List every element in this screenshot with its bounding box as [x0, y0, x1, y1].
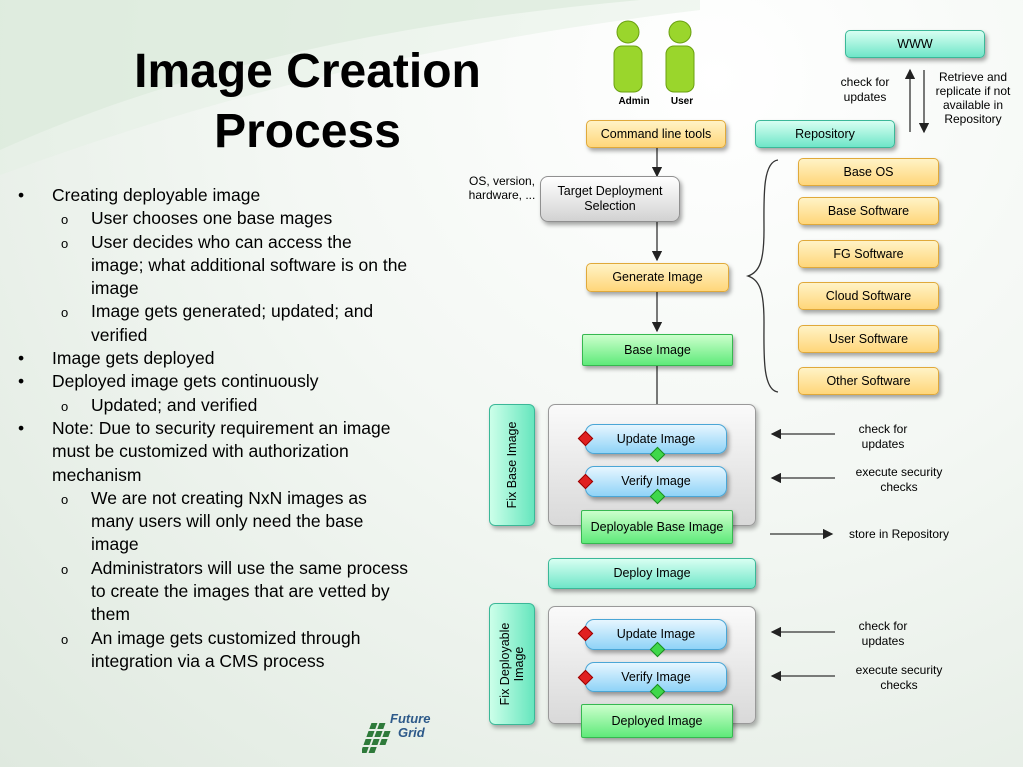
store-repository-note: store in Repository [848, 527, 950, 541]
bullet-item: Creating deployable image [14, 184, 409, 208]
admin-person-icon [613, 20, 643, 93]
sub-bullet-item: User chooses one base mages [14, 207, 409, 232]
retrieve-replicate-note: Retrieve and replicate if not available … [935, 70, 1011, 126]
software-base-software[interactable]: Base Software [798, 197, 939, 225]
deployed-image-box[interactable]: Deployed Image [581, 704, 733, 738]
slide-title: Image Creation Process [60, 42, 555, 162]
sub-bullet-item: Image gets generated; updated; and verif… [14, 300, 409, 347]
title-line-1: Image Creation [134, 45, 481, 98]
check-for-updates-note: check for updates [840, 75, 890, 104]
user-person-icon [665, 20, 695, 93]
execute-security-note-1: execute security checks [855, 465, 943, 494]
generate-image-box[interactable]: Generate Image [586, 263, 729, 292]
grid-logo-icon: Future Grid [360, 711, 430, 753]
bullet-item: Image gets deployed [14, 347, 409, 371]
fix-base-image-label: Fix Base Image [489, 404, 535, 526]
admin-label: Admin [618, 96, 650, 107]
check-updates-note-1: check for updates [858, 422, 908, 451]
software-cloud-software[interactable]: Cloud Software [798, 282, 939, 310]
software-user-software[interactable]: User Software [798, 325, 939, 353]
sub-bullet-item: We are not creating NxN images as many u… [14, 487, 409, 557]
sub-bullet-item: An image gets customized through integra… [14, 627, 409, 674]
sub-bullet-item: User decides who can access the image; w… [14, 231, 409, 301]
fix-base-image-panel [548, 404, 756, 526]
sub-bullet-item: Administrators will use the same process… [14, 557, 409, 627]
bullet-item: Deployed image gets continuously [14, 370, 409, 394]
title-line-2: Process [214, 105, 401, 158]
bullet-item: Note: Due to security requirement an ima… [14, 417, 409, 487]
software-base-os[interactable]: Base OS [798, 158, 939, 186]
deployable-base-image-box[interactable]: Deployable Base Image [581, 510, 733, 544]
os-version-note: OS, version, hardware, ... [468, 174, 536, 202]
check-updates-note-2: check for updates [858, 619, 908, 648]
repository-box[interactable]: Repository [755, 120, 895, 148]
logo-text-grid: Grid [398, 725, 426, 740]
person-icons [613, 20, 695, 93]
target-deployment-selection-box[interactable]: Target Deployment Selection [540, 176, 680, 222]
execute-security-note-2: execute security checks [855, 663, 943, 692]
sub-bullet-item: Updated; and verified [14, 394, 409, 419]
logo-text-future: Future [390, 711, 430, 726]
deploy-image-box[interactable]: Deploy Image [548, 558, 756, 589]
software-other-software[interactable]: Other Software [798, 367, 939, 395]
www-box[interactable]: WWW [845, 30, 985, 58]
base-image-box[interactable]: Base Image [582, 334, 733, 366]
futuregrid-logo: Future Grid [360, 705, 442, 757]
command-line-tools-box[interactable]: Command line tools [586, 120, 726, 148]
fix-deployable-image-label: Fix Deployable Image [489, 603, 535, 725]
software-fg-software[interactable]: FG Software [798, 240, 939, 268]
bullet-list: Creating deployable image User chooses o… [14, 184, 409, 673]
user-label: User [670, 96, 694, 107]
